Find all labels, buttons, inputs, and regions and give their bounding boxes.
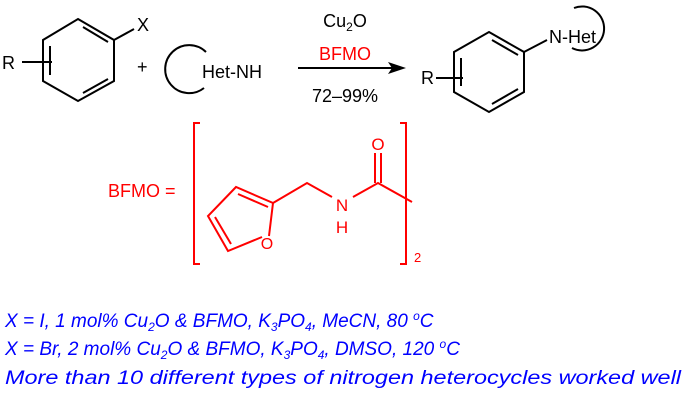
reaction-arrow	[298, 62, 406, 74]
furan-o-label: O	[261, 236, 273, 253]
condition-note-iodide: X = I, 1 mol% Cu2O & BFMO, K3PO4, MeCN, …	[4, 309, 434, 334]
bfmo-structure: BFMO = 2 O N H O	[108, 122, 421, 265]
multiplier: 2	[414, 250, 421, 265]
aryl-halide: R X	[2, 15, 149, 103]
heterocycle-amine: Het-NH	[164, 44, 262, 95]
scope-note: More than 10 different types of nitrogen…	[5, 368, 682, 389]
ring-arc-icon	[571, 5, 606, 52]
ligand-label: BFMO	[319, 44, 371, 64]
bfmo-equals-label: BFMO =	[108, 181, 176, 201]
yield-label: 72–99%	[312, 86, 378, 106]
product: R N-Het	[421, 5, 606, 114]
r-label: R	[2, 53, 15, 73]
product-r-label: R	[421, 68, 434, 88]
plus-sign: +	[137, 57, 148, 77]
condition-note-bromide: X = Br, 2 mol% Cu2O & BFMO, K3PO4, DMSO,…	[4, 337, 460, 362]
ring-arc-icon	[164, 44, 207, 95]
x-label: X	[137, 15, 149, 35]
n-het-label: N-Het	[549, 27, 596, 47]
n-label: N	[336, 196, 348, 215]
catalyst-label: Cu2O	[323, 11, 367, 34]
het-nh-label: Het-NH	[202, 62, 262, 82]
h-label: H	[336, 218, 348, 237]
carbonyl-o-label: O	[371, 135, 384, 154]
